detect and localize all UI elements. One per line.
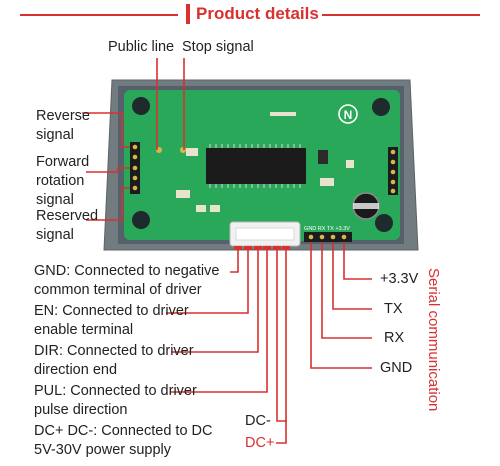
header-pin — [390, 169, 396, 175]
header-pin — [132, 144, 138, 150]
label-stop-signal: Stop signal — [182, 39, 254, 55]
mount-hole-tr — [372, 98, 390, 116]
leader-en — [166, 246, 249, 314]
ic-pins-bottom — [209, 184, 301, 188]
smd-part — [270, 112, 296, 116]
serial-pins-label: GND RX TX +3.3V — [304, 226, 350, 232]
header-pin — [390, 188, 396, 194]
wire-markers — [234, 246, 290, 250]
label-reverse-signal: Reverse signal — [36, 108, 90, 143]
logo-text: N — [344, 108, 353, 122]
leader-dir — [172, 246, 259, 353]
header-line-left — [20, 14, 178, 16]
label-gnd-driver: GND: Connected to negative common termin… — [34, 263, 220, 298]
ic-pins-top — [209, 144, 301, 148]
leader-dc-plus — [276, 246, 287, 444]
label-reserved-signal: Reserved signal — [36, 208, 99, 243]
mount-hole-br — [375, 214, 393, 232]
label-dc-supply: DC+ DC-: Connected to DC 5V-30V power su… — [34, 423, 213, 458]
smd-part — [318, 150, 328, 164]
leader-tx — [332, 242, 372, 310]
smd-part — [210, 205, 220, 212]
header-line-right — [322, 14, 480, 16]
label-serial-rx: RX — [384, 330, 405, 346]
main-ic — [206, 148, 306, 184]
serial-pin — [308, 234, 314, 240]
label-dc-minus: DC- — [245, 413, 271, 429]
leader-pul — [170, 246, 268, 393]
smd-part — [176, 190, 190, 198]
mount-hole-tl — [132, 97, 150, 115]
smd-part — [320, 178, 334, 186]
leader-lines — [82, 58, 372, 444]
header-pin — [132, 185, 138, 191]
header-pin — [390, 149, 396, 155]
serial-pin — [330, 234, 336, 240]
serial-pin — [341, 234, 347, 240]
leader-gnd-serial — [310, 242, 372, 369]
label-forward-signal: Forward rotation signal — [36, 154, 90, 208]
mount-hole-bl — [132, 211, 150, 229]
leader-v33 — [343, 242, 372, 280]
header-pin — [390, 179, 396, 185]
label-dc-plus: DC+ — [245, 435, 275, 451]
header-pin — [390, 159, 396, 165]
leader-rx — [321, 242, 372, 339]
leader-dc-minus — [276, 246, 287, 422]
smd-part — [196, 205, 206, 212]
label-serial-tx: TX — [384, 301, 403, 317]
top-pin — [180, 147, 186, 153]
leader-reverse — [82, 112, 130, 148]
header-pin — [132, 175, 138, 181]
smd-part — [186, 148, 198, 156]
label-serial-v33: +3.3V — [380, 271, 419, 287]
leader-forward — [86, 167, 130, 173]
label-public-line: Public line — [108, 39, 175, 55]
leader-reserved — [86, 187, 130, 221]
serial-pin-header — [304, 232, 352, 242]
header-pin — [132, 165, 138, 171]
header-accent-bar — [186, 4, 190, 24]
header-pin — [132, 154, 138, 160]
label-pul-driver: PUL: Connected to driver pulse direction — [34, 383, 197, 418]
capacitor-stripe — [353, 203, 379, 209]
label-serial-gnd: GND — [380, 360, 413, 376]
smd-part — [346, 160, 354, 168]
terminal-block-inner — [235, 227, 295, 241]
logo-badge — [338, 104, 358, 124]
label-en-driver: EN: Connected to driver enable terminal — [34, 303, 189, 338]
serial-pin — [319, 234, 325, 240]
page-title: Product details — [196, 4, 319, 23]
leader-gnd — [230, 246, 239, 273]
serial-communication-title: Serial communication — [425, 268, 442, 412]
label-dir-driver: DIR: Connected to driver direction end — [34, 343, 194, 378]
